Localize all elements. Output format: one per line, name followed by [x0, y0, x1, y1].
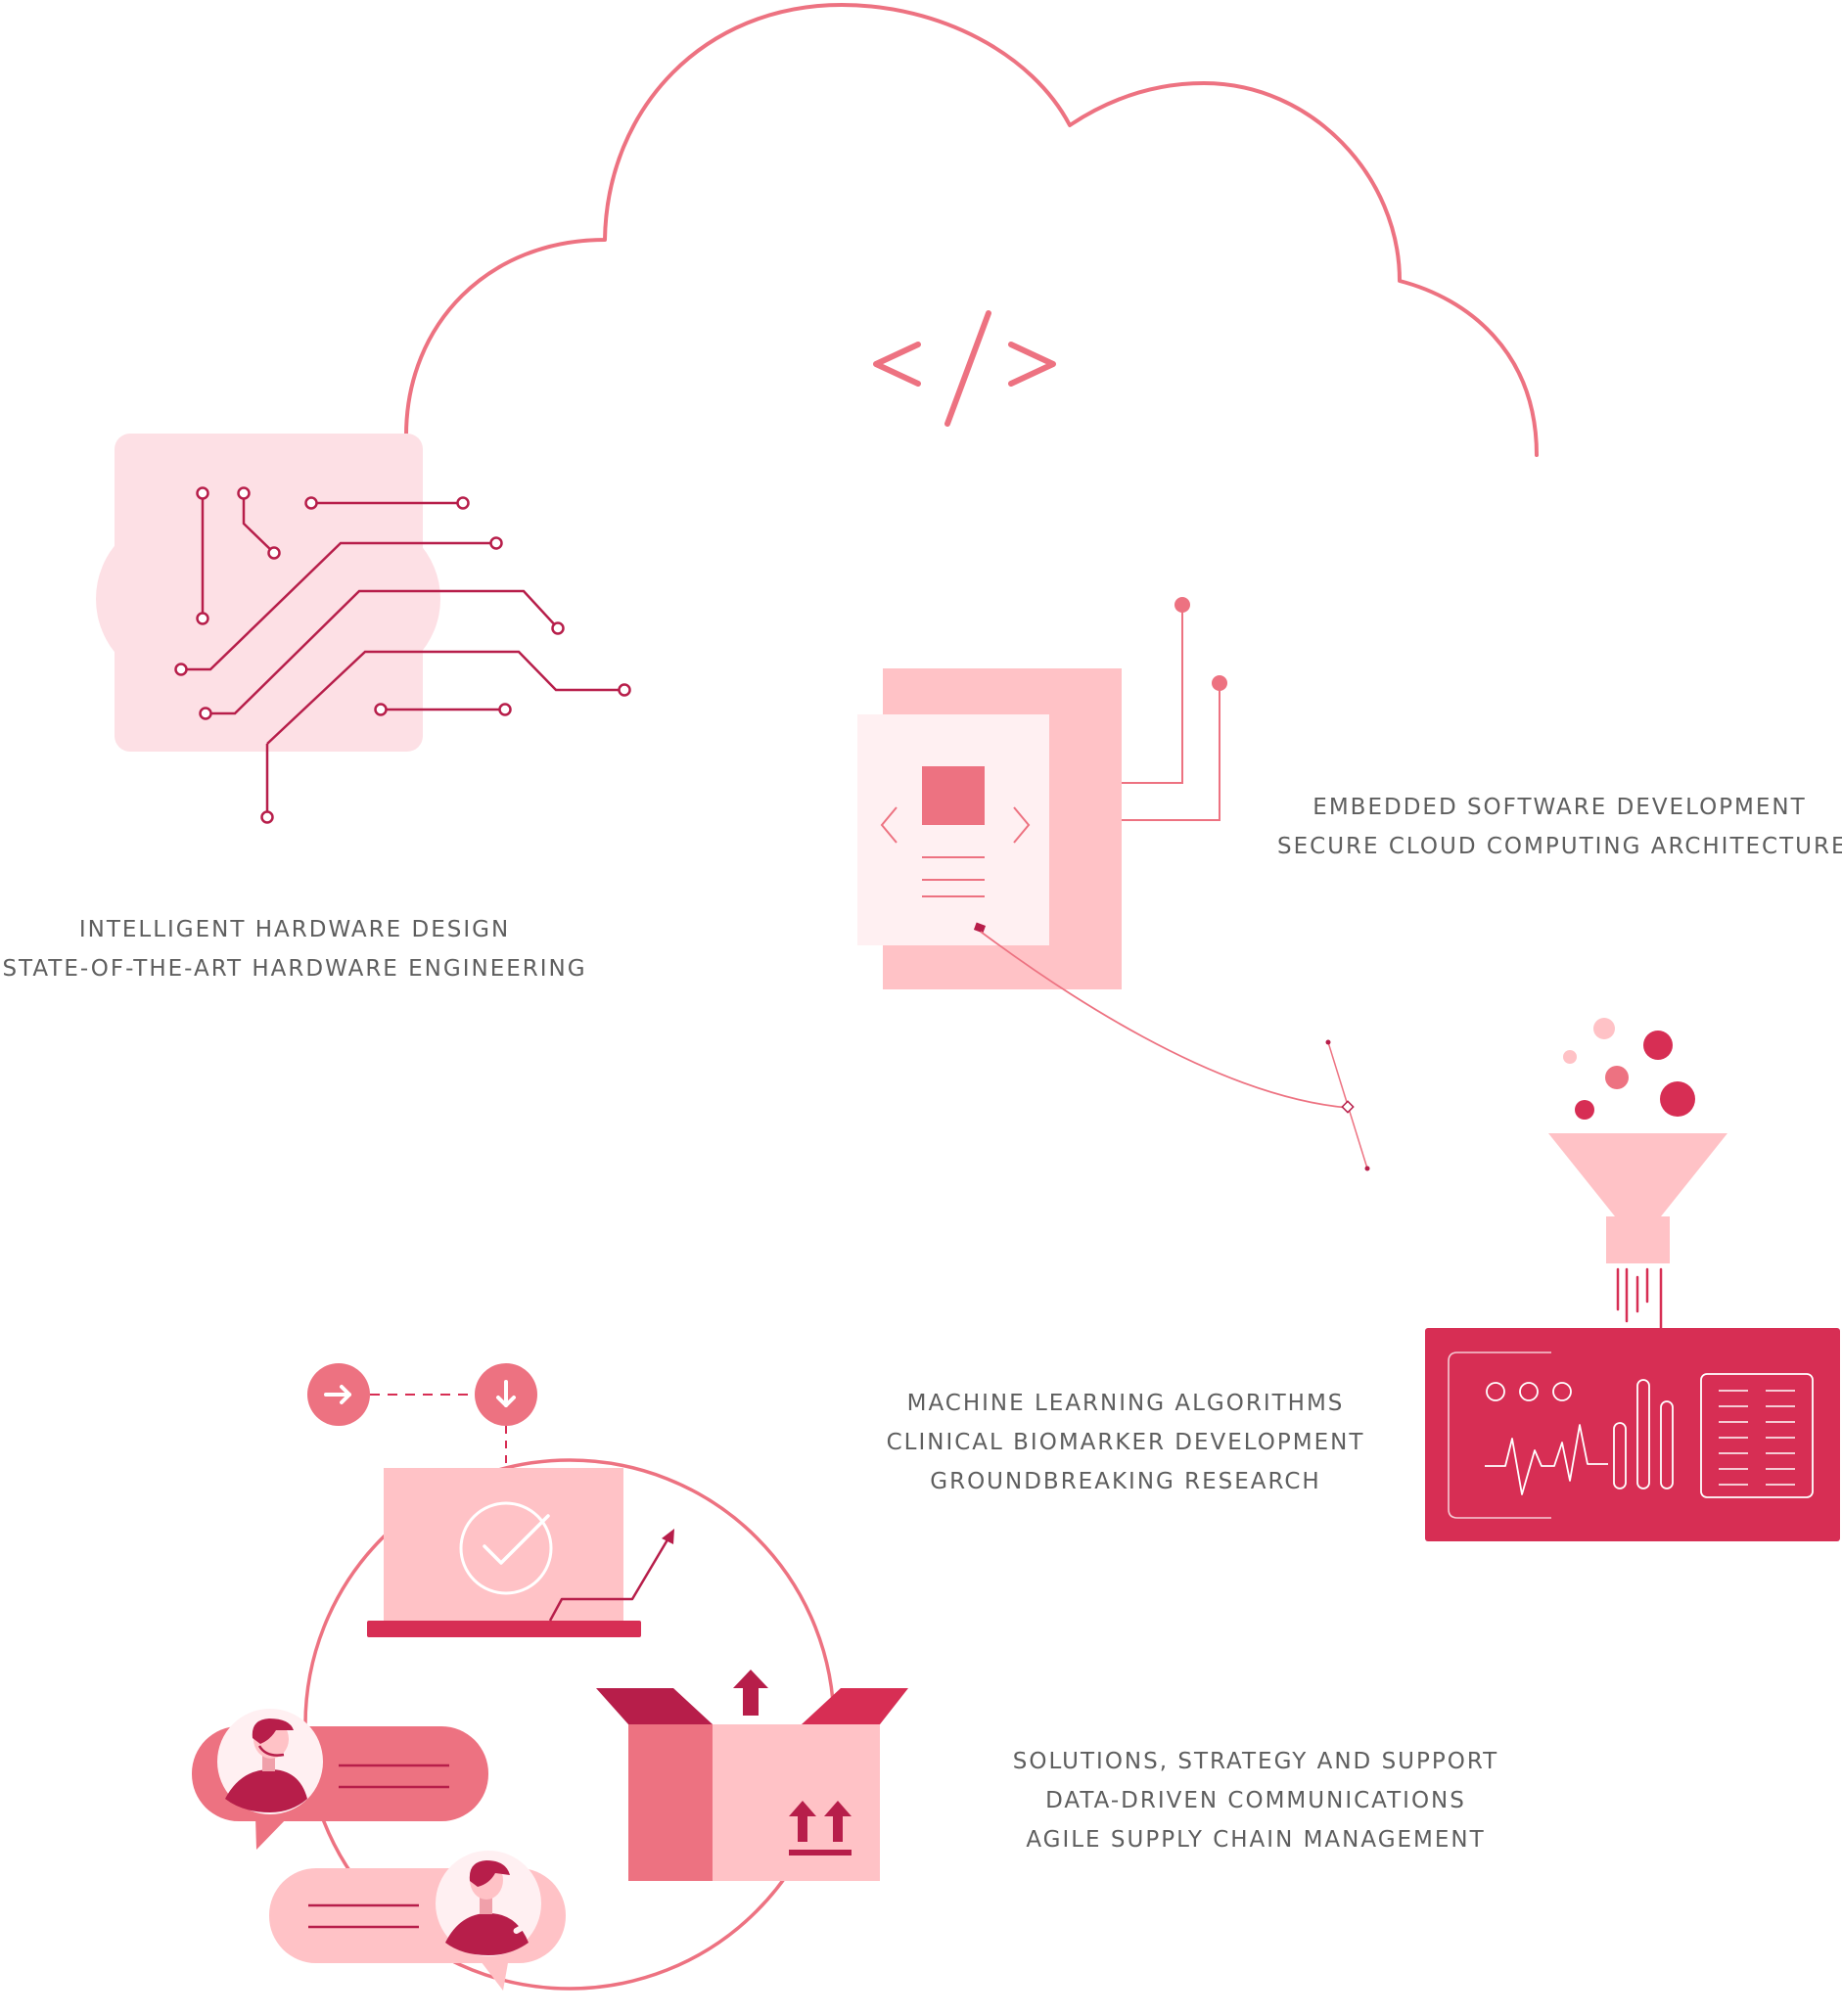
hardware-caption-line-1: INTELLIGENT HARDWARE DESIGN [78, 917, 511, 942]
support-chat-icon [192, 1709, 566, 1991]
software-caption-line-1: EMBEDDED SOFTWARE DEVELOPMENT [1312, 795, 1807, 820]
solutions-caption-line-1: SOLUTIONS, STRATEGY AND SUPPORT [1012, 1749, 1499, 1774]
cloud-outline-icon [404, 3, 1539, 457]
laptop-check-icon [307, 1363, 674, 1637]
hardware-caption-line-2: STATE-OF-THE-ART HARDWARE ENGINEERING [2, 956, 587, 982]
software-caption-line-2: SECURE CLOUD COMPUTING ARCHITECTURE [1277, 834, 1842, 859]
solutions-caption-line-2: DATA-DRIVEN COMMUNICATIONS [1045, 1788, 1466, 1813]
data-funnel-icon [1548, 1018, 1727, 1330]
shipping-box-icon [596, 1670, 908, 1881]
circuit-board-icon [96, 434, 631, 824]
hardware-caption: INTELLIGENT HARDWARE DESIGN STATE-OF-THE… [0, 910, 589, 988]
machine-learning-caption-line-1: MACHINE LEARNING ALGORITHMS [906, 1391, 1345, 1416]
web-document-icon [857, 597, 1370, 1171]
solutions-caption-line-3: AGILE SUPPLY CHAIN MANAGEMENT [1026, 1827, 1486, 1853]
machine-learning-caption-line-3: GROUNDBREAKING RESEARCH [930, 1469, 1321, 1494]
machine-learning-caption-line-2: CLINICAL BIOMARKER DEVELOPMENT [886, 1430, 1365, 1455]
software-caption: EMBEDDED SOFTWARE DEVELOPMENT SECURE CLO… [1277, 788, 1842, 866]
solutions-caption: SOLUTIONS, STRATEGY AND SUPPORT DATA-DRI… [989, 1742, 1523, 1859]
code-brackets-icon [873, 310, 1056, 427]
machine-learning-caption: MACHINE LEARNING ALGORITHMS CLINICAL BIO… [861, 1384, 1390, 1501]
analytics-dashboard-icon [1425, 1328, 1840, 1541]
